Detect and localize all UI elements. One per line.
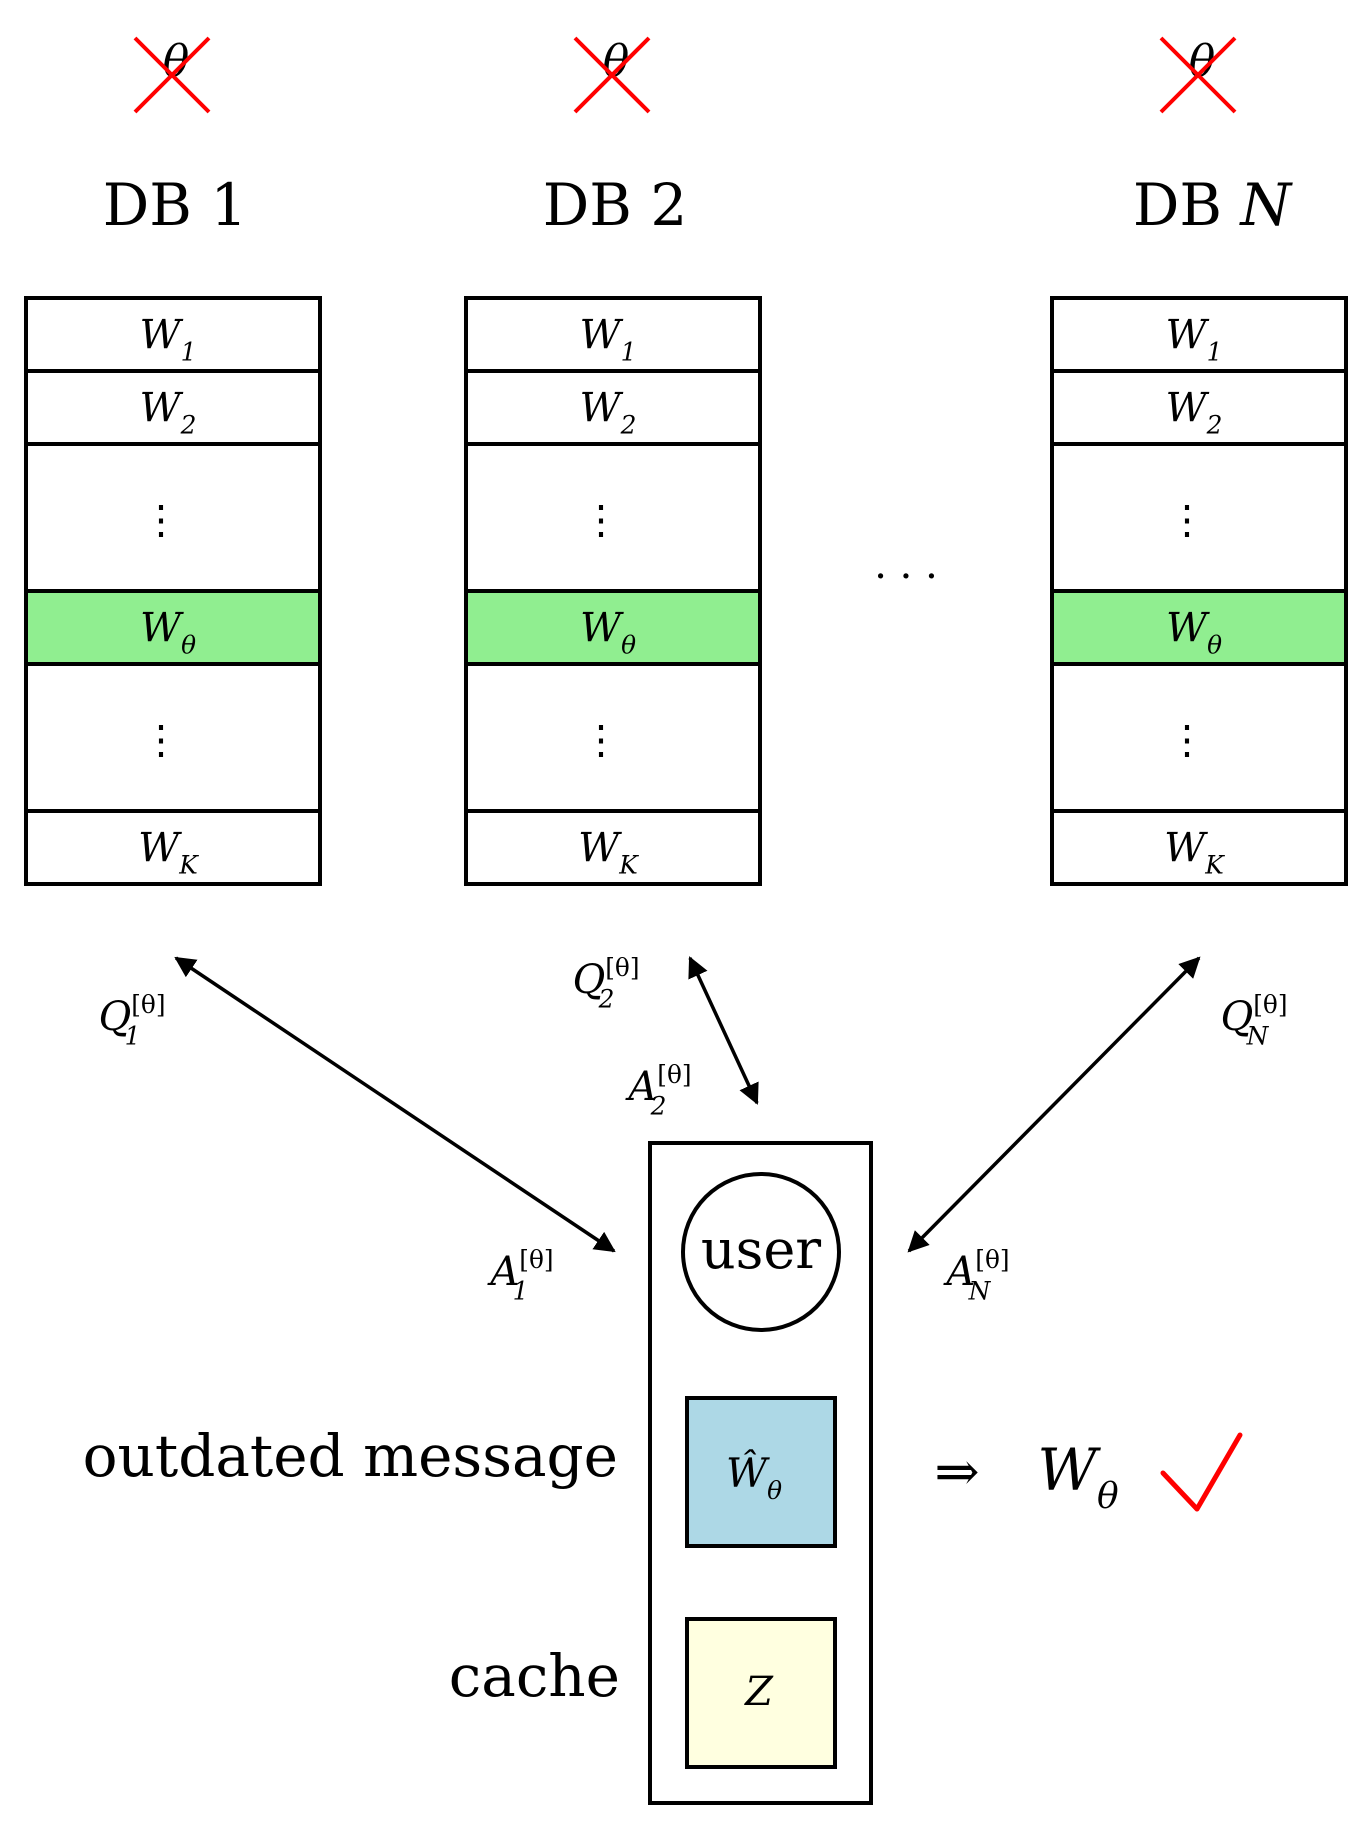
database-title: DB N — [1133, 171, 1294, 239]
message-cell — [1050, 809, 1348, 886]
message-label: W2 — [580, 386, 637, 440]
check-mark-icon — [1160, 1432, 1243, 1512]
answer-label: A[θ]N — [942, 1245, 1009, 1305]
query-label: Q[θ]N — [1220, 990, 1287, 1050]
message-label: WK — [1164, 826, 1225, 880]
message-cell — [464, 296, 762, 373]
message-label: Wθ — [1166, 606, 1222, 660]
answer-label: A[θ]2 — [624, 1060, 691, 1120]
vertical-ellipsis: ⋮ — [1167, 498, 1207, 544]
cross-mark-icon: θ — [1159, 36, 1237, 114]
user-node — [681, 1172, 841, 1332]
vertical-ellipsis: ⋮ — [581, 498, 621, 544]
query-label: Q[θ]2 — [572, 953, 639, 1013]
message-cell — [464, 589, 762, 666]
recovered-message: Wθ — [1037, 1436, 1119, 1516]
user-label: user — [701, 1218, 821, 1281]
outdated-message-box — [685, 1396, 837, 1548]
vertical-ellipsis: ⋮ — [581, 718, 621, 764]
message-label: WK — [578, 826, 639, 880]
message-cell — [1050, 589, 1348, 666]
answer-label: A[θ]1 — [486, 1245, 553, 1305]
message-cell — [24, 442, 322, 593]
message-cell — [464, 369, 762, 446]
message-cell — [1050, 369, 1348, 446]
implies-symbol: ⇒ — [934, 1440, 979, 1503]
cross-stroke — [573, 36, 651, 114]
database-title: DB 1 — [103, 171, 247, 239]
message-label: W2 — [140, 386, 197, 440]
outdated-message-symbol: Ŵθ — [726, 1450, 782, 1505]
cache-box — [685, 1617, 837, 1769]
message-cell — [24, 809, 322, 886]
message-cell — [24, 662, 322, 813]
message-label: W1 — [1166, 313, 1223, 367]
message-cell — [464, 809, 762, 886]
message-cell — [1050, 442, 1348, 593]
message-cell — [24, 589, 322, 666]
message-cell — [464, 662, 762, 813]
vertical-ellipsis: ⋮ — [141, 718, 181, 764]
vertical-ellipsis: ⋮ — [1167, 718, 1207, 764]
outdated-message-label: outdated message — [83, 1422, 618, 1490]
cross-mark-icon: θ — [133, 36, 211, 114]
query-answer-arrow-1 — [174, 956, 616, 1253]
message-cell — [1050, 662, 1348, 813]
vertical-ellipsis: ⋮ — [141, 498, 181, 544]
cache-symbol: Z — [743, 1669, 774, 1715]
cross-mark-icon: θ — [573, 36, 651, 114]
cross-stroke — [133, 36, 211, 114]
message-label: W1 — [140, 313, 197, 367]
database-title: DB 2 — [543, 171, 687, 239]
database-ellipsis: · · · — [874, 554, 938, 600]
cache-label: cache — [449, 1642, 620, 1710]
message-label: W2 — [1166, 386, 1223, 440]
message-label: Wθ — [580, 606, 636, 660]
links-layer: Q[θ]1A[θ]1 Q[θ]2A[θ]2 Q[θ]N A[θ]N — [98, 953, 1287, 1305]
query-answer-arrow-2 — [688, 956, 759, 1105]
message-label: W1 — [580, 313, 637, 367]
message-label: Wθ — [140, 606, 196, 660]
query-answer-arrow-3 — [907, 956, 1201, 1253]
cross-stroke — [1159, 36, 1237, 114]
query-label: Q[θ]1 — [98, 990, 165, 1050]
message-cell — [24, 296, 322, 373]
message-label: WK — [138, 826, 199, 880]
